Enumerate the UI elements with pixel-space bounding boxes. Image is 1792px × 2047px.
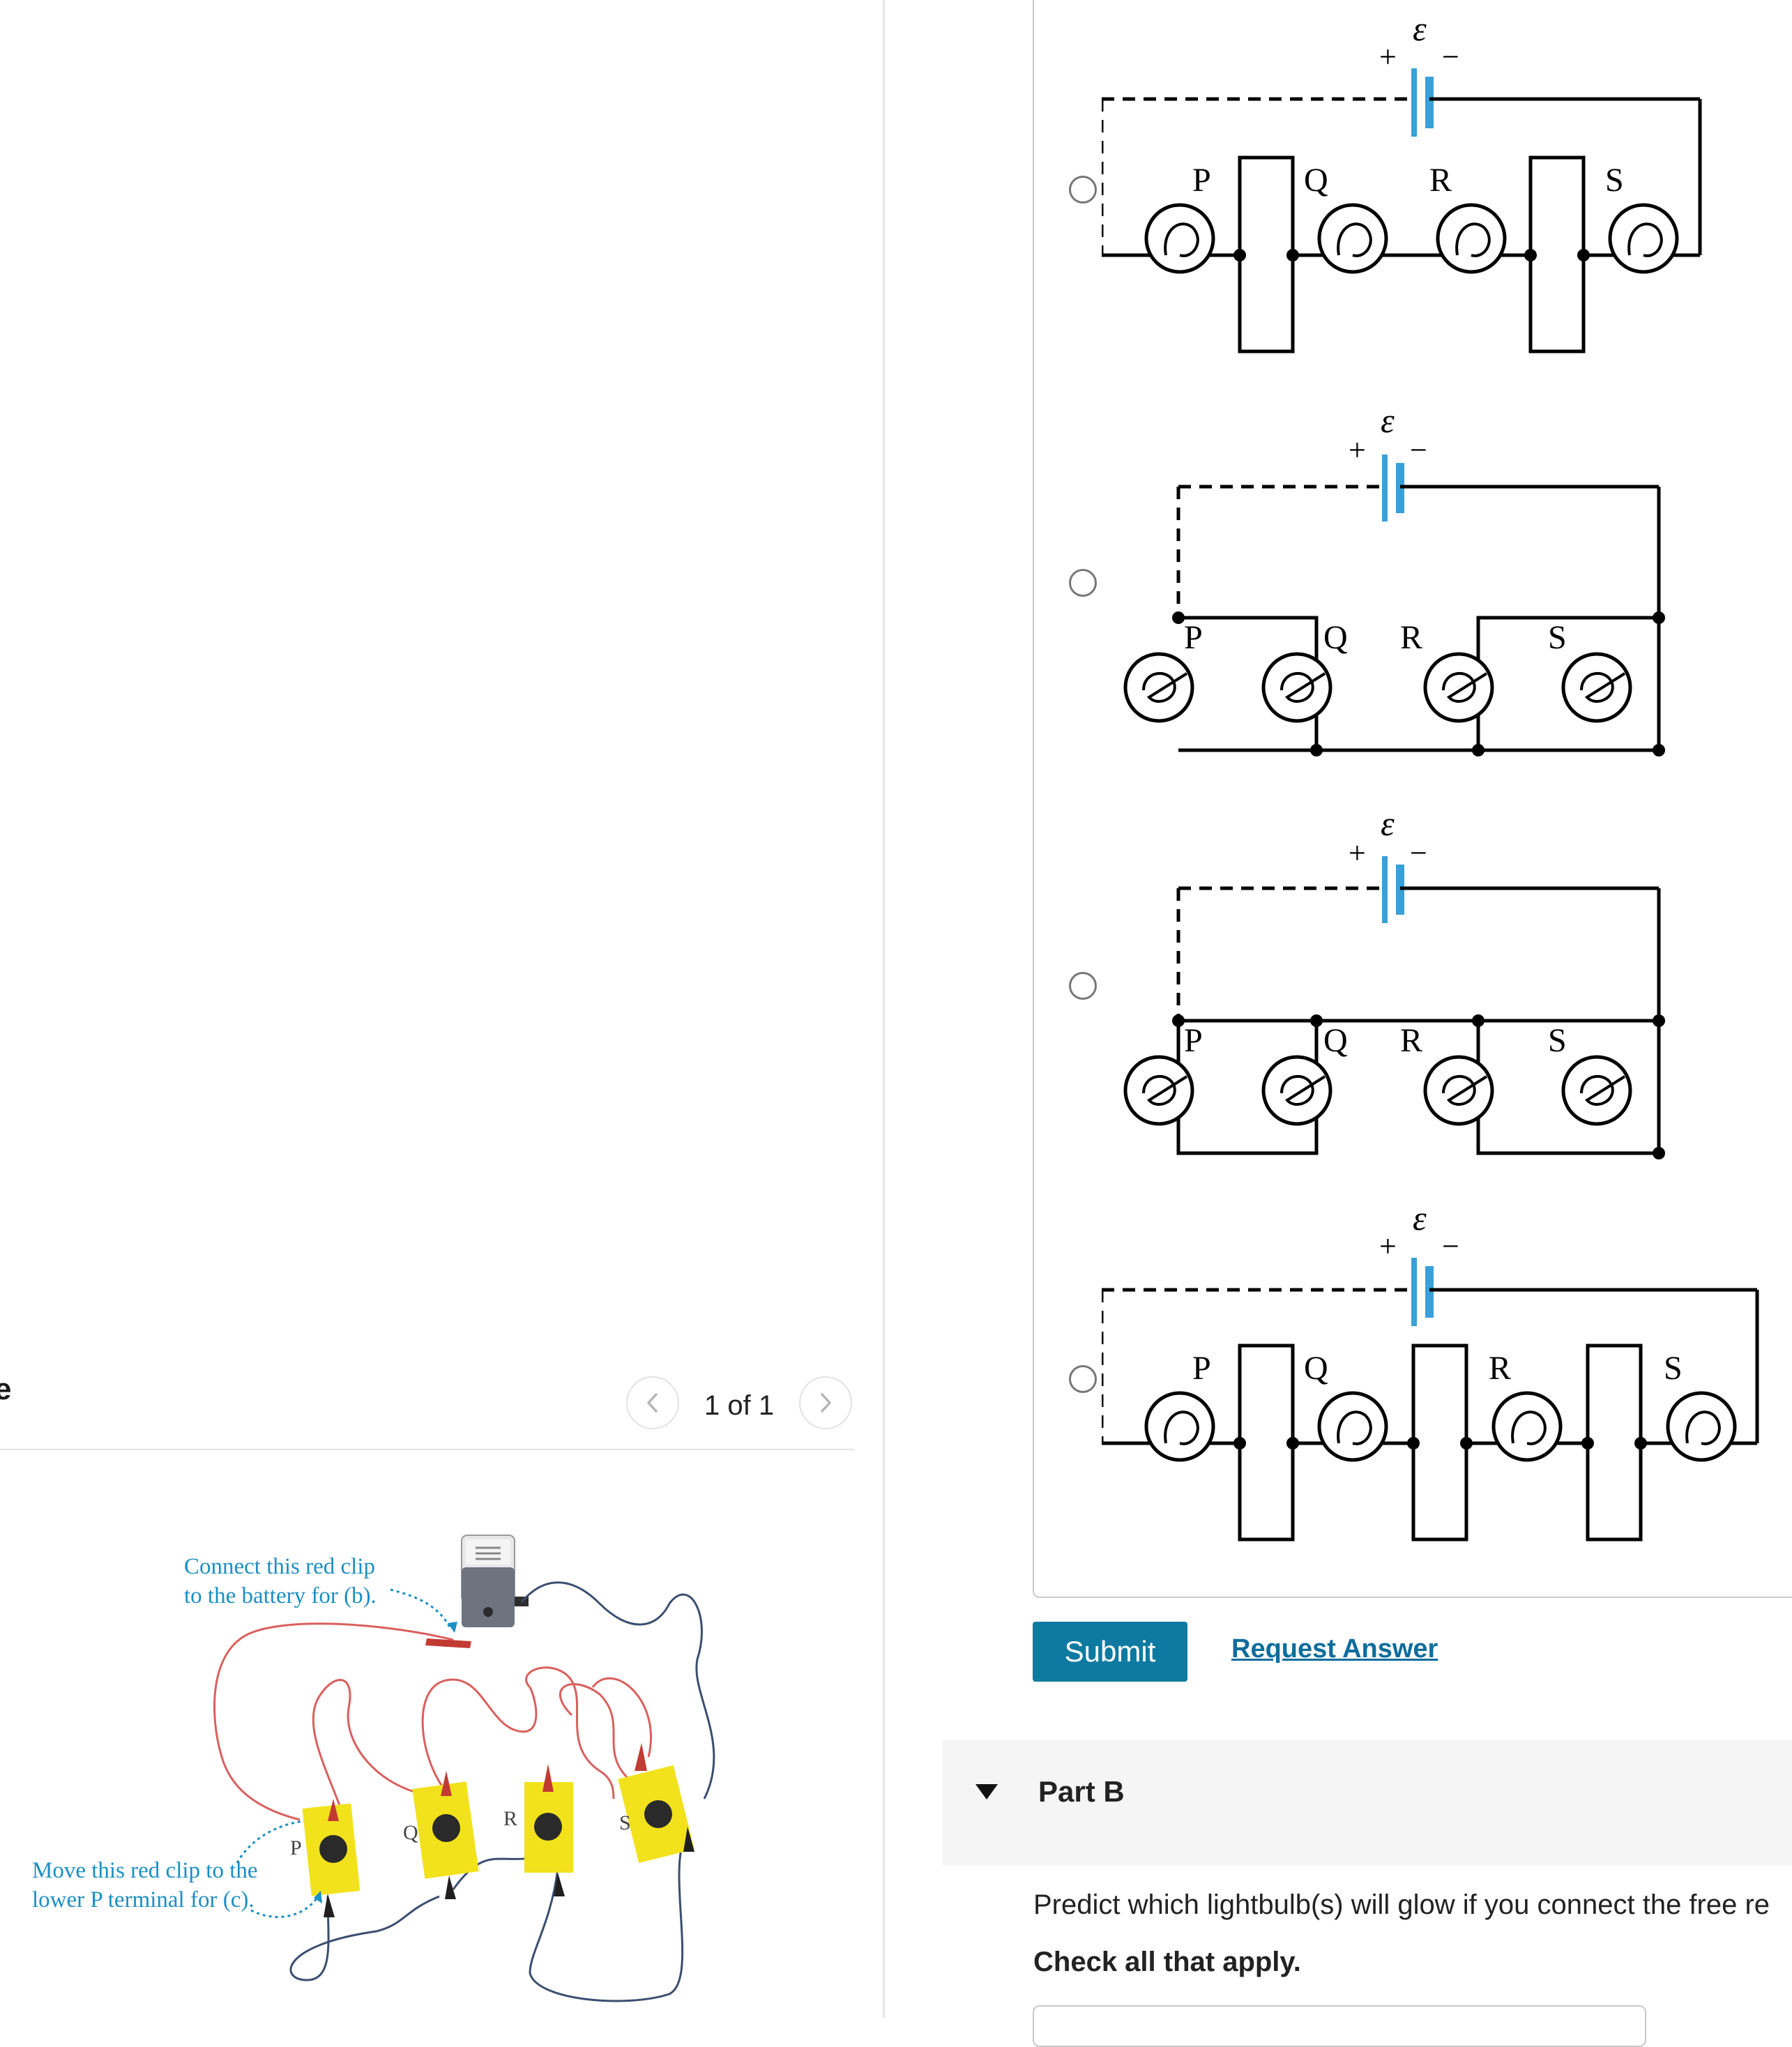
bulb-label: Q (1323, 1022, 1348, 1059)
request-answer-link[interactable]: Request Answer (1231, 1634, 1438, 1664)
bulb-label: Q (1323, 619, 1348, 656)
bulb-label: R (1429, 162, 1452, 199)
emf-label: ε (1381, 804, 1395, 843)
bulb-label: Q (1304, 1350, 1328, 1387)
figure-heading: e (0, 1372, 12, 1406)
choice-radio-3[interactable] (1069, 972, 1097, 1000)
part-b-instruction: Check all that apply. (1033, 1947, 1301, 1977)
figure-divider (0, 1449, 855, 1450)
bulb-label-s: S (619, 1811, 631, 1834)
bulb-holders (302, 1743, 694, 1917)
bulb-label: S (1605, 162, 1624, 199)
previous-figure-button[interactable] (626, 1376, 679, 1429)
emf-label: ε (1413, 1198, 1427, 1238)
circuit-diagram-4: ε + − P Q R S (1102, 1198, 1759, 1542)
part-b-header[interactable] (943, 1740, 1792, 1866)
bulb-label: R (1400, 1022, 1422, 1059)
part-b-title: Part B (1038, 1775, 1125, 1808)
circuit-diagram-2: ε + − P Q R S (1123, 401, 1665, 756)
emf-label: ε (1381, 401, 1395, 440)
minus-sign: − (1410, 433, 1427, 467)
plus-sign: + (1379, 1229, 1397, 1263)
bulb-label: P (1184, 619, 1203, 656)
chevron-right-icon (821, 1393, 831, 1413)
circuit-diagram-1: ε + − P Q R S (1102, 9, 1702, 353)
plus-sign: + (1349, 433, 1366, 467)
panel-divider (883, 0, 885, 2018)
bulb-label: R (1400, 619, 1422, 656)
bulb-label: P (1192, 162, 1211, 199)
circuit-photo (213, 1535, 715, 2002)
part-a-choices (1033, 0, 1792, 1598)
choice-radio-2[interactable] (1069, 569, 1097, 597)
note-line: Connect this red clip (184, 1554, 376, 1579)
red-wires (213, 1622, 653, 1821)
circuit-diagram-3: ε + − P Q R S (1123, 804, 1665, 1159)
bulb-label: R (1489, 1350, 1511, 1387)
minus-sign: − (1410, 836, 1427, 870)
part-b-question: Predict which lightbulb(s) will glow if … (1033, 1889, 1770, 1920)
page-indicator: 1 of 1 (704, 1390, 775, 1421)
note-line: lower P terminal for (c). (32, 1887, 255, 1912)
next-figure-button[interactable] (799, 1376, 852, 1429)
plus-sign: + (1349, 836, 1366, 870)
bulb-label-q: Q (403, 1821, 418, 1844)
minus-sign: − (1442, 40, 1459, 74)
bulb-label: Q (1304, 162, 1328, 199)
red-clip (425, 1638, 471, 1648)
submit-button[interactable]: Submit (1033, 1622, 1187, 1682)
choice-radio-4[interactable] (1069, 1365, 1097, 1393)
note-line: to the battery for (b). (184, 1583, 377, 1608)
bulb-label: P (1184, 1022, 1203, 1059)
move-clip-note: Move this red clip to the lower P termin… (32, 1856, 258, 1915)
battery-image (461, 1535, 529, 1627)
bulb-label: S (1664, 1350, 1683, 1387)
bulb-label: P (1192, 1350, 1211, 1387)
bulb-label-r: R (503, 1807, 518, 1830)
caret-down-icon[interactable] (973, 1781, 1001, 1802)
chevron-left-icon (647, 1393, 658, 1413)
note-line: Move this red clip to the (32, 1858, 258, 1883)
bulb-label: S (1548, 1022, 1567, 1059)
battery-clip-note: Connect this red clip to the battery for… (184, 1552, 377, 1611)
minus-sign: − (1442, 1229, 1459, 1263)
emf-label: ε (1413, 9, 1427, 48)
bulb-label-p: P (290, 1836, 302, 1859)
choice-radio-1[interactable] (1069, 176, 1097, 204)
plus-sign: + (1379, 40, 1397, 74)
part-b-answer-box (1033, 2005, 1646, 2047)
bulb-label: S (1548, 619, 1567, 656)
